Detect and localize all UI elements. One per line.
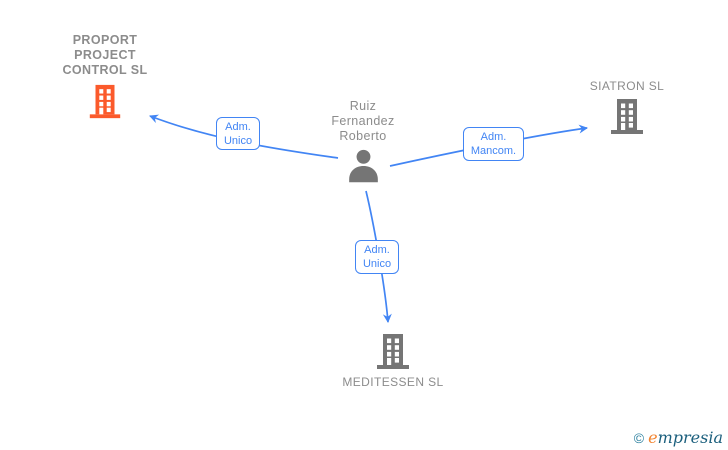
- edge-label-line: Mancom.: [470, 145, 517, 157]
- node-meditessen: MEDITESSEN SL: [313, 332, 473, 390]
- edge-label-adm-unico-2: Adm. Unico: [355, 240, 399, 274]
- company-name-proport[interactable]: PROPORT PROJECT CONTROL SL: [30, 33, 180, 78]
- company-name-line: CONTROL SL: [62, 63, 148, 77]
- company-name-line: MEDITESSEN SL: [342, 375, 444, 389]
- empresia-logo: empresia: [648, 428, 723, 447]
- edge-label-line: Unico: [223, 134, 253, 147]
- building-icon-meditessen[interactable]: [373, 332, 413, 372]
- person-name-line: Roberto: [339, 129, 387, 143]
- node-person: Ruiz Fernandez Roberto: [303, 99, 423, 185]
- company-name-line: PROJECT: [74, 48, 136, 62]
- building-icon-proport[interactable]: [86, 83, 124, 121]
- company-name-siatron[interactable]: SIATRON SL: [557, 79, 697, 94]
- person-name-line: Ruiz: [349, 99, 377, 113]
- company-name-line: PROPORT: [72, 33, 138, 47]
- company-name-line: SIATRON SL: [589, 79, 665, 93]
- copyright-icon: ©: [633, 430, 645, 446]
- edge-label-line: Adm.: [480, 131, 507, 143]
- node-siatron: SIATRON SL: [557, 79, 697, 137]
- node-proport: PROPORT PROJECT CONTROL SL: [30, 33, 180, 121]
- person-name-line: Fernandez: [331, 114, 395, 128]
- empresia-watermark: © empresia: [634, 428, 723, 447]
- person-icon[interactable]: [345, 148, 382, 185]
- edge-label-adm-mancom: Adm. Mancom.: [463, 127, 524, 161]
- edge-label-adm-unico-1: Adm. Unico: [216, 117, 260, 150]
- edge-label-line: Unico: [362, 258, 392, 270]
- person-name[interactable]: Ruiz Fernandez Roberto: [303, 99, 423, 144]
- building-icon-siatron[interactable]: [607, 97, 647, 137]
- edge-label-line: Adm.: [364, 244, 390, 256]
- company-name-meditessen[interactable]: MEDITESSEN SL: [313, 375, 473, 390]
- edge-label-line: Adm.: [225, 120, 251, 133]
